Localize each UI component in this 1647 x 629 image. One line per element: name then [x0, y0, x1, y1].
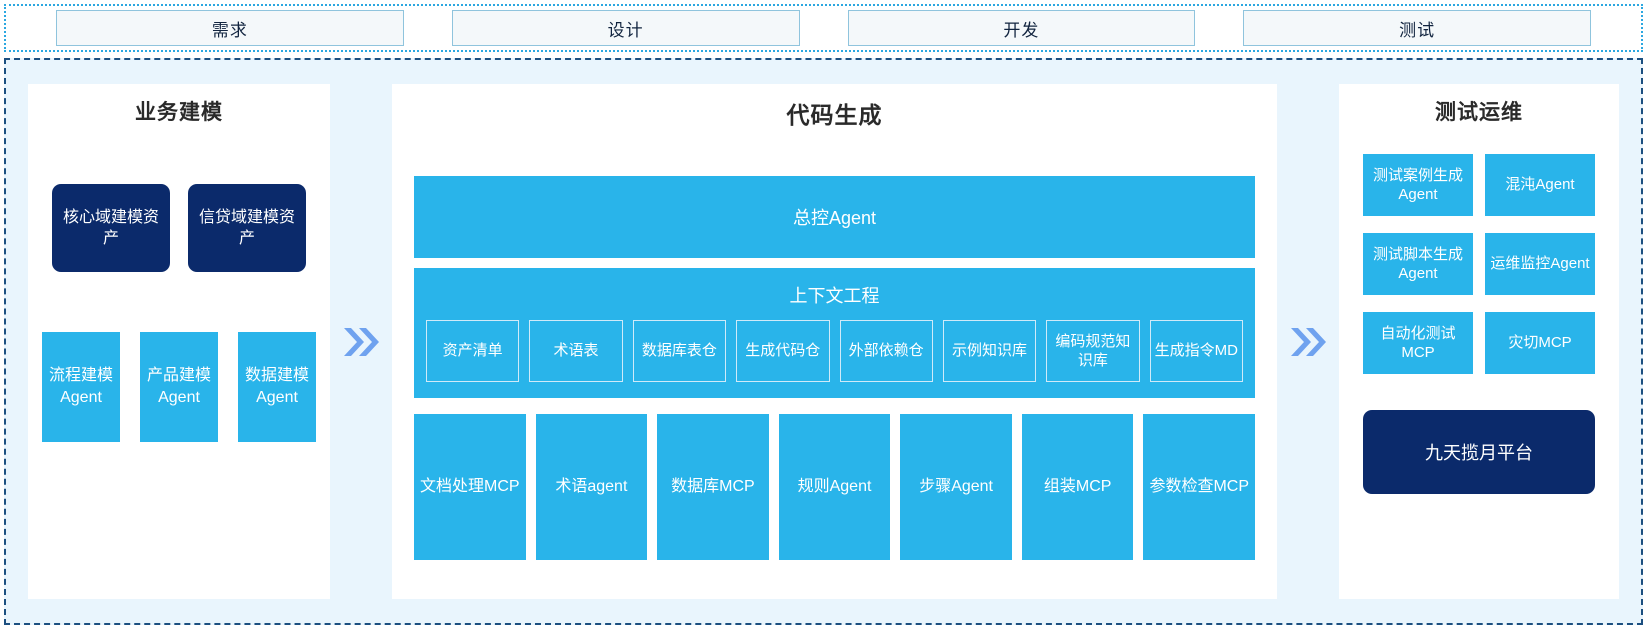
- panel-test-operations: 测试运维 测试案例生成Agent 混沌Agent 测试脚本生成Agent 运维监…: [1339, 84, 1619, 599]
- phase-tab-requirement[interactable]: 需求: [56, 10, 404, 46]
- chevron-right-double-icon-left: [330, 84, 392, 599]
- master-agent-card[interactable]: 总控Agent: [414, 176, 1255, 258]
- test-ops-card-grid: 测试案例生成Agent 混沌Agent 测试脚本生成Agent 运维监控Agen…: [1363, 154, 1595, 374]
- tool-card-assembly-mcp[interactable]: 组装MCP: [1021, 414, 1134, 560]
- tool-card-glossary-agent[interactable]: 术语agent: [535, 414, 648, 560]
- tool-card-database-mcp[interactable]: 数据库MCP: [657, 414, 769, 560]
- context-item-glossary[interactable]: 术语表: [529, 320, 623, 382]
- context-item-db-table-repo[interactable]: 数据库表仓: [632, 320, 727, 382]
- modeling-agent-process[interactable]: 流程建模Agent: [42, 332, 120, 442]
- context-item-row: 资产清单 术语表 数据库表仓 生成代码仓 外部依赖仓 示例知识库 编码规范知识库…: [426, 320, 1243, 382]
- test-ops-card-test-script-generation-agent[interactable]: 测试脚本生成Agent: [1363, 233, 1473, 295]
- phase-tab-development[interactable]: 开发: [847, 10, 1196, 46]
- asset-card-core-domain[interactable]: 核心域建模资产: [52, 184, 170, 272]
- test-ops-card-automated-test-mcp[interactable]: 自动化测试MCP: [1363, 312, 1473, 374]
- tool-card-step-agent[interactable]: 步骤Agent: [900, 414, 1012, 560]
- phase-tab-testing[interactable]: 测试: [1243, 10, 1591, 46]
- code-generation-content: 总控Agent 上下文工程 资产清单 术语表 数据库表仓 生成代码仓 外部依赖仓…: [392, 138, 1277, 560]
- modeling-agent-product[interactable]: 产品建模Agent: [140, 332, 218, 442]
- test-ops-card-ops-monitoring-agent[interactable]: 运维监控Agent: [1485, 233, 1595, 295]
- context-item-coding-standard-knowledge-base[interactable]: 编码规范知识库: [1046, 320, 1140, 382]
- panel-code-generation: 代码生成 总控Agent 上下文工程 资产清单 术语表 数据库表仓 生成代码仓 …: [392, 84, 1277, 599]
- panel-business-modeling: 业务建模 核心域建模资产 信贷域建模资产 流程建模Agent 产品建模Agent…: [28, 84, 330, 599]
- modeling-agent-row: 流程建模Agent 产品建模Agent 数据建模Agent: [42, 332, 316, 442]
- context-engineering-block: 上下文工程 资产清单 术语表 数据库表仓 生成代码仓 外部依赖仓 示例知识库 编…: [414, 268, 1255, 398]
- tool-card-document-processing-mcp[interactable]: 文档处理MCP: [414, 414, 526, 560]
- panel-title-code-generation: 代码生成: [786, 102, 883, 128]
- test-ops-card-test-case-generation-agent[interactable]: 测试案例生成Agent: [1363, 154, 1473, 216]
- chevron-right-double-icon-right: [1277, 84, 1339, 599]
- panel-title-business-modeling: 业务建模: [135, 101, 223, 124]
- phase-tab-design[interactable]: 设计: [451, 10, 800, 46]
- test-ops-card-disaster-switch-mcp[interactable]: 灾切MCP: [1485, 312, 1595, 374]
- main-region: 业务建模 核心域建模资产 信贷域建模资产 流程建模Agent 产品建模Agent…: [4, 58, 1643, 625]
- tool-card-parameter-check-mcp[interactable]: 参数检查MCP: [1143, 414, 1256, 560]
- context-item-external-dependency-repo[interactable]: 外部依赖仓: [839, 320, 933, 382]
- context-item-asset-list[interactable]: 资产清单: [426, 320, 520, 382]
- asset-card-row: 核心域建模资产 信贷域建模资产: [52, 184, 306, 272]
- platform-card-jiutian-lanyue[interactable]: 九天揽月平台: [1363, 410, 1595, 494]
- tool-card-rule-agent[interactable]: 规则Agent: [778, 414, 891, 560]
- context-engineering-title: 上下文工程: [789, 286, 880, 306]
- phase-bar: 需求 设计 开发 测试: [4, 4, 1643, 52]
- asset-card-credit-domain[interactable]: 信贷域建模资产: [188, 184, 306, 272]
- context-item-generated-code-repo[interactable]: 生成代码仓: [736, 320, 830, 382]
- test-ops-card-chaos-agent[interactable]: 混沌Agent: [1485, 154, 1595, 216]
- context-item-generation-instruction-md[interactable]: 生成指令MD: [1149, 320, 1243, 382]
- modeling-agent-data[interactable]: 数据建模Agent: [238, 332, 316, 442]
- tool-card-row: 文档处理MCP 术语agent 数据库MCP 规则Agent 步骤Agent 组…: [414, 414, 1256, 560]
- context-item-example-knowledge-base[interactable]: 示例知识库: [942, 320, 1037, 382]
- panel-title-test-operations: 测试运维: [1435, 101, 1523, 124]
